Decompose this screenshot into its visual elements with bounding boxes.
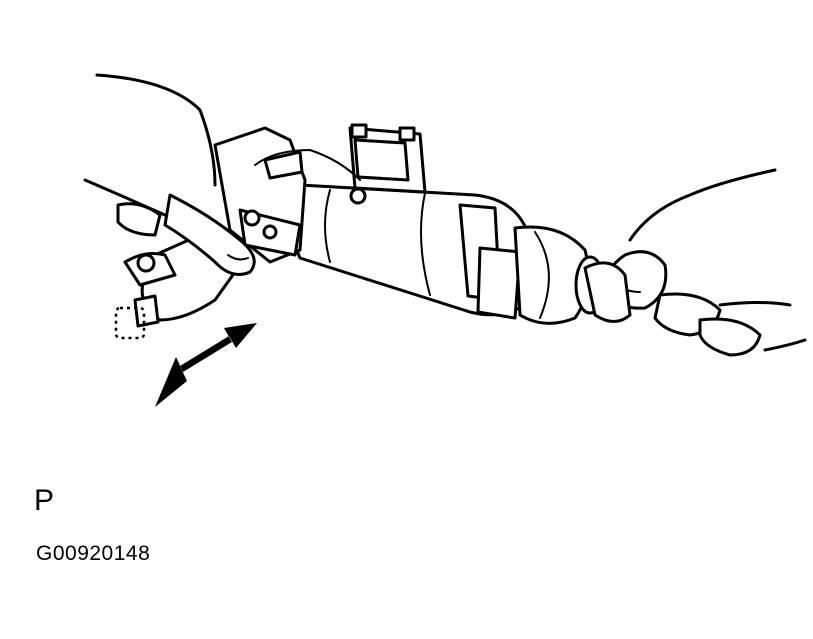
position-label: P [34, 484, 55, 517]
left-hand [83, 73, 256, 276]
figure-id: G00920148 [36, 542, 151, 565]
ignition-key [574, 255, 632, 323]
double-headed-arrow-icon [155, 323, 257, 407]
switch-connector [348, 123, 427, 205]
key-cylinder-body [291, 183, 590, 325]
steering-lock-bracket [213, 126, 361, 264]
right-hand [603, 168, 807, 357]
